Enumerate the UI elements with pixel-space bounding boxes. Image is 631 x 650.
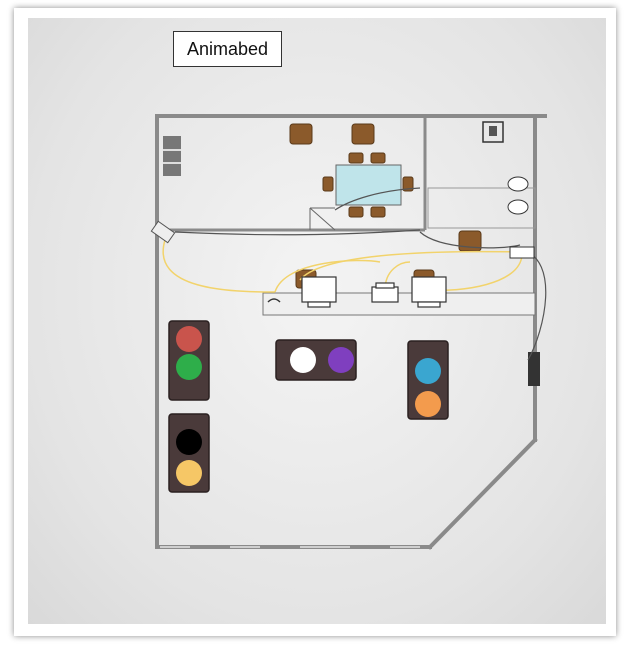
traffic-light-4 <box>407 340 449 420</box>
security-camera <box>150 220 176 244</box>
light-orange <box>415 391 441 417</box>
light-yellow <box>176 460 202 486</box>
traffic-light-3 <box>275 339 357 381</box>
shelf <box>163 136 181 176</box>
traffic-light-2 <box>168 413 210 493</box>
bathroom-room-outline <box>427 187 536 229</box>
inner-walls <box>157 114 545 232</box>
router <box>509 246 535 259</box>
wall-panel <box>528 352 540 386</box>
meeting-chairs <box>322 152 414 218</box>
diagram-title: Animabed <box>173 31 282 67</box>
telephone <box>267 298 281 303</box>
diagram-canvas <box>28 18 606 624</box>
light-green <box>176 354 202 380</box>
armchairs <box>289 123 482 289</box>
light-black <box>176 429 202 455</box>
light-white <box>290 347 316 373</box>
printer <box>371 282 399 303</box>
light-purple <box>328 347 354 373</box>
meeting-table <box>335 164 402 206</box>
toilet <box>507 176 529 192</box>
computer-1 <box>301 276 337 308</box>
light-red <box>176 326 202 352</box>
traffic-light-1 <box>168 320 210 401</box>
light-blue <box>415 358 441 384</box>
computer-2 <box>411 276 447 308</box>
